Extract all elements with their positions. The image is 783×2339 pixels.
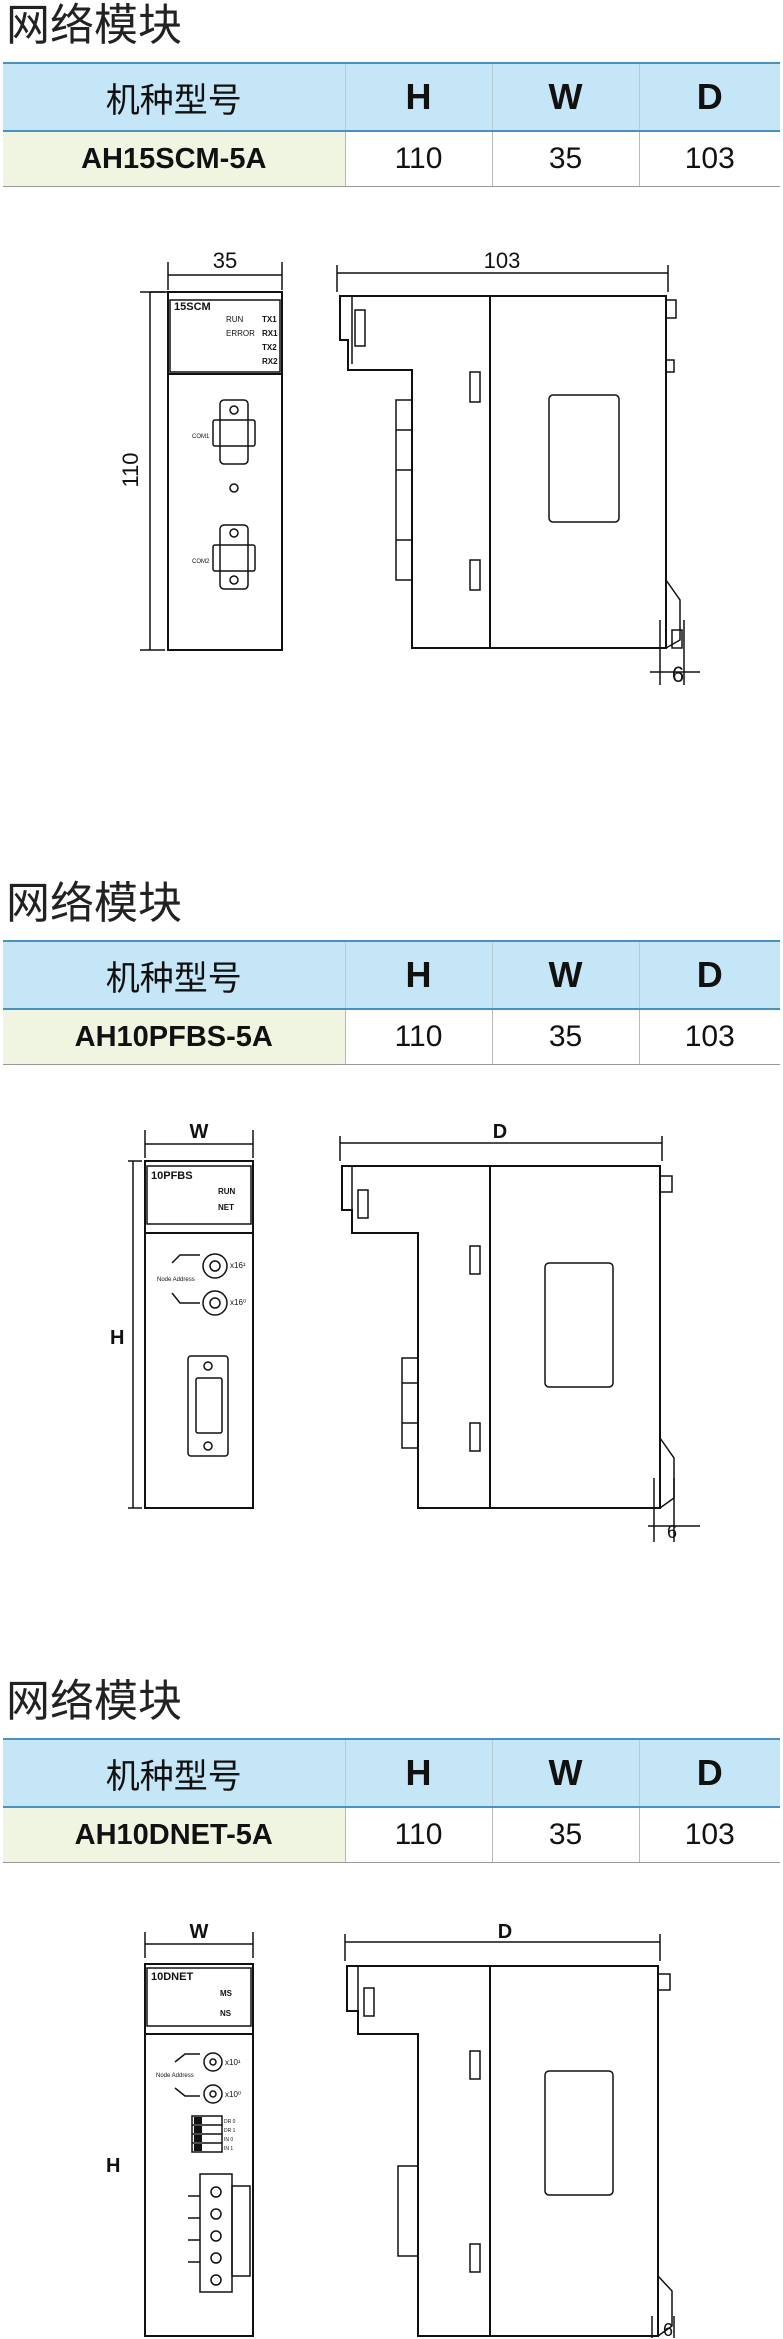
dim-depth-label: D bbox=[498, 1921, 512, 1943]
header-d: D bbox=[638, 1738, 780, 1808]
port-com2-label: COM2 bbox=[192, 559, 210, 565]
dip-toggle bbox=[194, 2126, 202, 2133]
table-row: AH10DNET-5A 110 35 103 bbox=[3, 1807, 780, 1863]
spec-table: 机种型号 H W D AH15SCM-5A 110 35 103 bbox=[3, 62, 780, 187]
spec-table: 机种型号 H W D AH10DNET-5A 110 35 103 bbox=[3, 1738, 780, 1863]
dip-label: DR 0 bbox=[224, 2119, 236, 2125]
dim-offset-label: 6 bbox=[667, 1522, 677, 1542]
dim-width-label: W bbox=[190, 1121, 209, 1143]
dip-toggle bbox=[194, 2144, 202, 2151]
section-ah15scm: 网络模块 机种型号 H W D AH15SCM-5A 110 35 103 bbox=[0, 0, 783, 870]
module-name: 10DNET bbox=[151, 1971, 193, 1983]
table-header-row: 机种型号 H W D bbox=[3, 940, 780, 1010]
cell-d: 103 bbox=[638, 131, 780, 187]
multiplier-high: x10¹ bbox=[225, 2058, 241, 2067]
dim-height-label: H bbox=[106, 2155, 120, 2177]
dim-depth-label: 103 bbox=[484, 248, 521, 273]
header-h: H bbox=[344, 1738, 492, 1808]
dip-label: IN 1 bbox=[224, 2146, 233, 2152]
led-error: ERROR bbox=[226, 329, 255, 338]
multiplier-low: x16⁰ bbox=[230, 1298, 246, 1307]
section-title: 网络模块 bbox=[6, 1676, 182, 1727]
header-model: 机种型号 bbox=[3, 1738, 345, 1808]
header-h: H bbox=[344, 940, 492, 1010]
header-w: W bbox=[491, 1738, 639, 1808]
dip-toggle bbox=[194, 2117, 202, 2124]
led-net: NET bbox=[218, 1203, 234, 1212]
header-w: W bbox=[491, 62, 639, 132]
dim-width-label: 35 bbox=[213, 248, 237, 273]
dim-width-label: W bbox=[190, 1921, 209, 1943]
dim-offset-label: 6 bbox=[672, 662, 684, 687]
led-ms: MS bbox=[220, 1989, 233, 1998]
cell-model: AH10PFBS-5A bbox=[3, 1009, 345, 1065]
dimension-drawing: W D H 6 10DNET MS NS Node Address x10¹ x… bbox=[106, 1921, 675, 2338]
dim-offset-label: 6 bbox=[663, 2320, 673, 2338]
cell-d: 103 bbox=[638, 1009, 780, 1065]
section-title: 网络模块 bbox=[6, 878, 182, 929]
header-model: 机种型号 bbox=[3, 940, 345, 1010]
cell-h: 110 bbox=[344, 1009, 492, 1065]
cell-w: 35 bbox=[491, 1009, 639, 1065]
table-row: AH10PFBS-5A 110 35 103 bbox=[3, 1009, 780, 1065]
header-model: 机种型号 bbox=[3, 62, 345, 132]
multiplier-low: x10⁰ bbox=[225, 2090, 241, 2099]
cell-h: 110 bbox=[344, 1807, 492, 1863]
cell-h: 110 bbox=[344, 131, 492, 187]
dimension-drawing: 35 103 110 6 15SCM RUN ERROR TX1 RX1 TX2… bbox=[118, 248, 700, 687]
led-rx1: RX1 bbox=[262, 329, 278, 338]
dip-label: DR 1 bbox=[224, 2128, 236, 2134]
cell-w: 35 bbox=[491, 1807, 639, 1863]
dip-toggle bbox=[194, 2135, 202, 2142]
module-name: 10PFBS bbox=[151, 1170, 193, 1182]
header-d: D bbox=[638, 940, 780, 1010]
led-tx1: TX1 bbox=[262, 315, 277, 324]
header-w: W bbox=[491, 940, 639, 1010]
cell-w: 35 bbox=[491, 131, 639, 187]
led-rx2: RX2 bbox=[262, 357, 278, 366]
led-run: RUN bbox=[226, 315, 244, 324]
table-header-row: 机种型号 H W D bbox=[3, 1738, 780, 1808]
dip-label: IN 0 bbox=[224, 2137, 233, 2143]
dim-height-label: 110 bbox=[118, 452, 143, 487]
cell-d: 103 bbox=[638, 1807, 780, 1863]
multiplier-high: x16¹ bbox=[230, 1261, 246, 1270]
led-ns: NS bbox=[220, 2009, 232, 2018]
section-ah10dnet: 网络模块 机种型号 H W D AH10DNET-5A 110 35 103 bbox=[0, 1676, 783, 2339]
dim-height-label: H bbox=[110, 1327, 124, 1349]
cell-model: AH10DNET-5A bbox=[3, 1807, 345, 1863]
header-d: D bbox=[638, 62, 780, 132]
dimension-drawing: W D H 6 10PFBS RUN NET Node Address x16¹… bbox=[110, 1121, 700, 1542]
header-h: H bbox=[344, 62, 492, 132]
section-ah10pfbs: 网络模块 机种型号 H W D AH10PFBS-5A 110 35 103 bbox=[0, 878, 783, 1658]
section-title: 网络模块 bbox=[6, 0, 182, 51]
dim-depth-label: D bbox=[493, 1121, 507, 1143]
port-com1-label: COM1 bbox=[192, 434, 210, 440]
module-name: 15SCM bbox=[174, 301, 211, 313]
node-address-label: Node Address bbox=[157, 1277, 195, 1283]
spec-table: 机种型号 H W D AH10PFBS-5A 110 35 103 bbox=[3, 940, 780, 1065]
led-tx2: TX2 bbox=[262, 343, 277, 352]
led-run: RUN bbox=[218, 1187, 236, 1196]
table-row: AH15SCM-5A 110 35 103 bbox=[3, 131, 780, 187]
table-header-row: 机种型号 H W D bbox=[3, 62, 780, 132]
cell-model: AH15SCM-5A bbox=[3, 131, 345, 187]
node-address-label: Node Address bbox=[156, 2073, 194, 2079]
